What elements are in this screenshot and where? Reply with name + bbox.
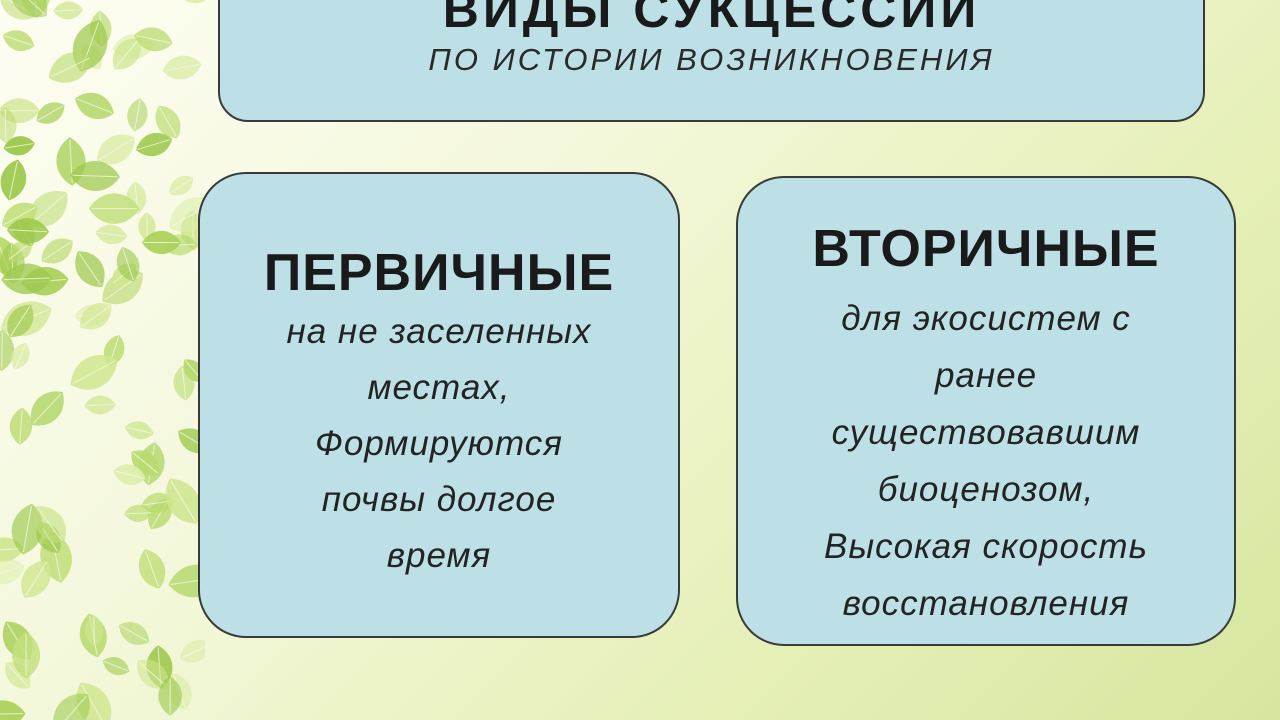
leaf-shape bbox=[53, 693, 90, 720]
leaf-shape bbox=[12, 631, 41, 679]
leaf-shape bbox=[7, 240, 32, 262]
leaf-decoration bbox=[0, 0, 205, 720]
leaf-shape bbox=[136, 132, 173, 157]
card-primary-body: на не заселенных местах, Формируются поч… bbox=[286, 312, 592, 575]
leaf-shape bbox=[175, 0, 205, 3]
leaf-shape bbox=[70, 161, 120, 191]
leaf-shape bbox=[75, 92, 114, 119]
leaf-shape bbox=[1, 263, 53, 295]
leaf-shape bbox=[137, 659, 169, 689]
leaf-shape bbox=[7, 304, 34, 338]
card-primary-heading: ПЕРВИЧНЫЕ bbox=[263, 244, 615, 302]
leaf-shape bbox=[3, 136, 35, 156]
leaf-shape bbox=[113, 38, 141, 70]
title-banner: ВИДЫ СУКЦЕССИЙ ПО ИСТОРИИ ВОЗНИКНОВЕНИЯ bbox=[218, 0, 1205, 122]
leaf-shape bbox=[173, 365, 195, 401]
card-secondary-heading: ВТОРИЧНЫЕ bbox=[812, 220, 1160, 278]
leaf-shape bbox=[21, 560, 51, 598]
leaf-shape bbox=[75, 251, 105, 287]
card-secondary-body: для экосистем с ранее существовавшим био… bbox=[824, 299, 1148, 623]
leaf-shape bbox=[0, 159, 27, 201]
leaf-shape bbox=[6, 218, 50, 244]
leaf-shape bbox=[11, 342, 30, 370]
leaf-shape bbox=[0, 537, 24, 562]
leaf-shape bbox=[119, 622, 150, 645]
leaf-shape bbox=[141, 230, 181, 255]
leaf-shape bbox=[155, 105, 181, 139]
leaf-shape bbox=[0, 330, 15, 371]
leaf-shape bbox=[30, 391, 64, 426]
leaf-shape bbox=[97, 134, 135, 165]
leaf-shape bbox=[48, 52, 92, 83]
leaf-shape bbox=[36, 102, 65, 124]
leaf-shape bbox=[125, 421, 154, 440]
leaf-shape bbox=[162, 55, 202, 80]
leaf-shape bbox=[88, 193, 140, 224]
leaf-shape bbox=[10, 0, 48, 18]
leaf-shape bbox=[84, 615, 104, 647]
leaf-shape bbox=[134, 27, 173, 52]
slide-title: ВИДЫ СУКЦЕССИЙ bbox=[442, 0, 981, 38]
leaf-shape bbox=[102, 657, 130, 676]
slide-subtitle: ПО ИСТОРИИ ВОЗНИКНОВЕНИЯ bbox=[428, 42, 995, 77]
leaf-shape bbox=[158, 676, 182, 716]
leaf-shape bbox=[95, 224, 128, 245]
leaf-shape bbox=[168, 564, 205, 598]
leaf-shape bbox=[53, 1, 83, 20]
card-primary: ПЕРВИЧНЫЕ на не заселенных местах, Форми… bbox=[198, 172, 680, 638]
leaf-shape bbox=[127, 98, 148, 132]
card-secondary: ВТОРИЧНЫЕ для экосистем с ранее существо… bbox=[736, 176, 1236, 646]
leaf-shape bbox=[41, 238, 73, 264]
leaf-shape bbox=[34, 506, 66, 543]
leaf-shape bbox=[180, 640, 205, 663]
leaf-shape bbox=[2, 30, 35, 51]
leaf-shape bbox=[28, 191, 68, 228]
leaf-shape bbox=[84, 395, 116, 415]
leaf-shape bbox=[165, 478, 201, 524]
leaf-shape bbox=[0, 107, 17, 144]
leaf-shape bbox=[116, 247, 140, 282]
leaf-shape bbox=[169, 175, 194, 196]
leaf-shape bbox=[0, 559, 25, 585]
leaf-shape bbox=[9, 407, 33, 445]
leaf-shape bbox=[80, 302, 112, 330]
leaf-shape bbox=[70, 355, 118, 390]
leaf-shape bbox=[113, 464, 146, 485]
leaf-shape bbox=[138, 549, 166, 589]
leaf-shape bbox=[0, 700, 26, 720]
